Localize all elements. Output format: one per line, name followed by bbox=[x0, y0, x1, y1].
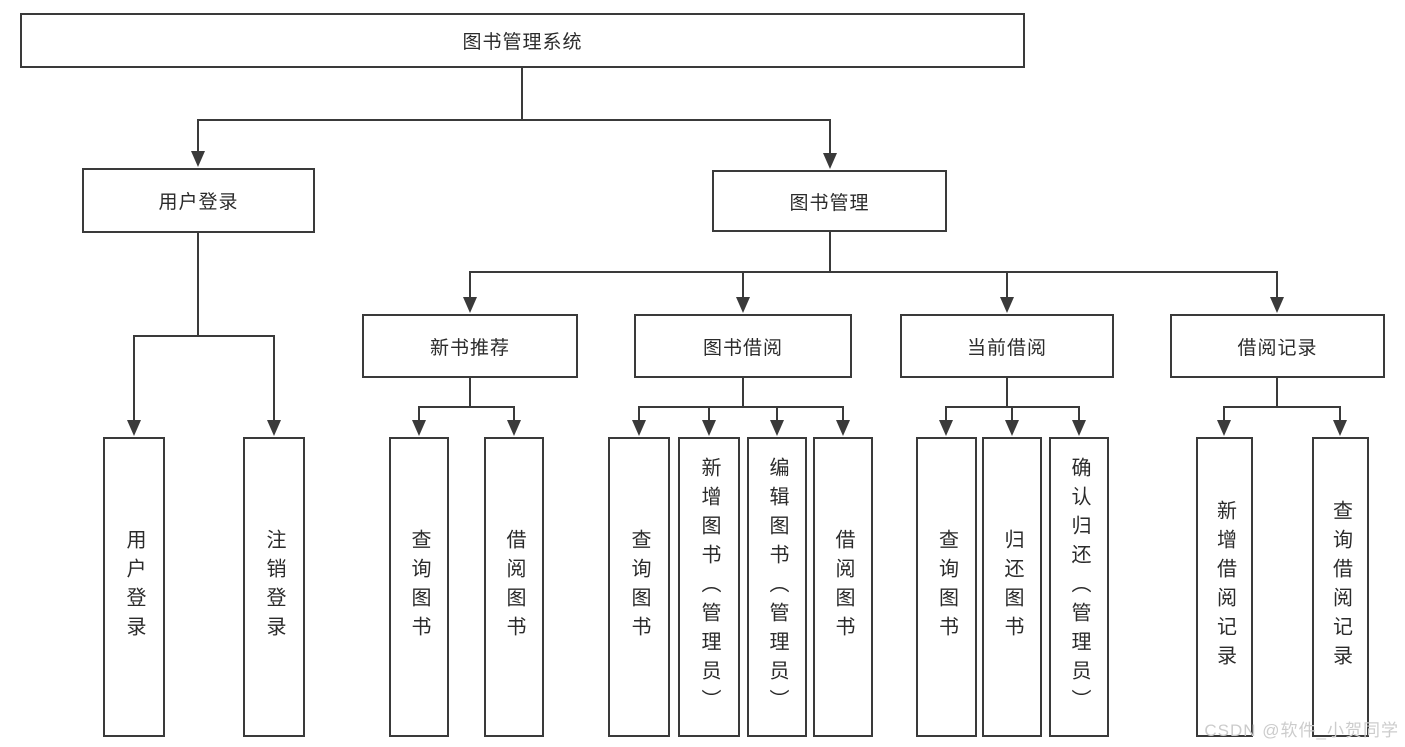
leaf-borrow-edit-admin-label: 编辑图书（管理员） bbox=[766, 456, 788, 718]
leaf-current-confirm-return-admin-label: 确认归还（管理员） bbox=[1068, 456, 1090, 718]
leaf-user-login-label: 用户登录 bbox=[123, 529, 145, 645]
leaf-records-add: 新增借阅记录 bbox=[1196, 437, 1253, 737]
leaf-borrow-borrow: 借阅图书 bbox=[813, 437, 873, 737]
node-user-login: 用户登录 bbox=[82, 168, 315, 233]
leaf-current-query: 查询图书 bbox=[916, 437, 977, 737]
leaf-user-login: 用户登录 bbox=[103, 437, 165, 737]
leaf-newbooks-borrow: 借阅图书 bbox=[484, 437, 544, 737]
leaf-records-add-label: 新增借阅记录 bbox=[1213, 500, 1236, 674]
node-current-borrow: 当前借阅 bbox=[900, 314, 1114, 378]
leaf-newbooks-query-label: 查询图书 bbox=[408, 529, 430, 645]
leaf-borrow-query: 查询图书 bbox=[608, 437, 670, 737]
leaf-current-query-label: 查询图书 bbox=[935, 529, 958, 645]
node-new-book-recommend: 新书推荐 bbox=[362, 314, 578, 378]
leaf-borrow-add-admin: 新增图书（管理员） bbox=[678, 437, 740, 737]
leaf-current-return-label: 归还图书 bbox=[1001, 529, 1023, 645]
node-borrow-records: 借阅记录 bbox=[1170, 314, 1385, 378]
connector-current-borrow-to-leaves bbox=[939, 378, 1086, 436]
leaf-newbooks-borrow-label: 借阅图书 bbox=[503, 529, 525, 645]
leaf-logout: 注销登录 bbox=[243, 437, 305, 737]
connector-borrow-records-to-leaves bbox=[1217, 378, 1347, 436]
leaf-borrow-borrow-label: 借阅图书 bbox=[832, 529, 854, 645]
leaf-borrow-query-label: 查询图书 bbox=[628, 529, 650, 645]
leaf-borrow-add-admin-label: 新增图书（管理员） bbox=[698, 456, 720, 718]
connector-user-login-to-leaves bbox=[127, 233, 281, 436]
connector-root-to-level2 bbox=[191, 68, 837, 169]
connector-new-books-to-leaves bbox=[412, 378, 521, 436]
leaf-logout-label: 注销登录 bbox=[263, 529, 285, 645]
csdn-watermark: CSDN @软件_小贺同学 bbox=[1204, 721, 1399, 740]
node-book-management: 图书管理 bbox=[712, 170, 947, 232]
leaf-newbooks-query: 查询图书 bbox=[389, 437, 449, 737]
node-book-borrow: 图书借阅 bbox=[634, 314, 852, 378]
connector-book-mgmt-to-sections bbox=[463, 232, 1284, 313]
node-root-system: 图书管理系统 bbox=[20, 13, 1025, 68]
connector-book-borrow-to-leaves bbox=[632, 378, 850, 436]
leaf-current-confirm-return-admin: 确认归还（管理员） bbox=[1049, 437, 1109, 737]
leaf-current-return: 归还图书 bbox=[982, 437, 1042, 737]
leaf-borrow-edit-admin: 编辑图书（管理员） bbox=[747, 437, 807, 737]
leaf-records-query-label: 查询借阅记录 bbox=[1329, 500, 1352, 674]
leaf-records-query: 查询借阅记录 bbox=[1312, 437, 1369, 737]
